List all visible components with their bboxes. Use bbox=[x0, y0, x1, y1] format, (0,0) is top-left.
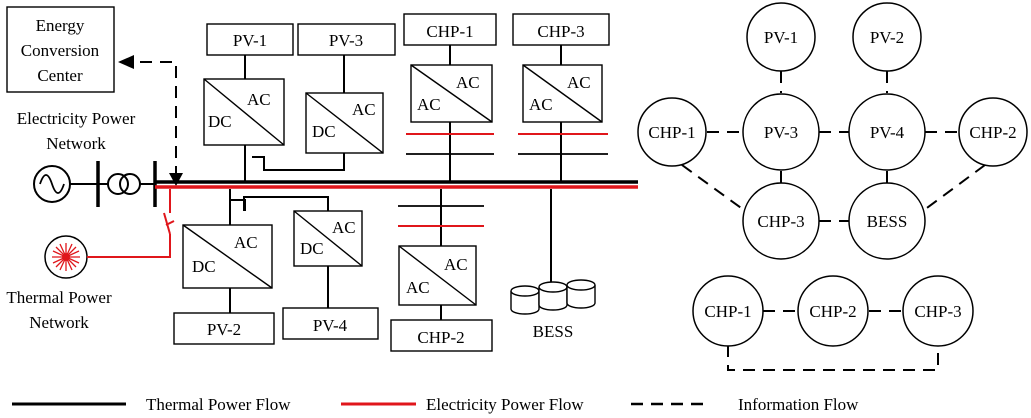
pv3-ac: AC bbox=[352, 100, 376, 119]
thermal-source-icon bbox=[44, 235, 88, 279]
chp2-unit: AC AC CHP-2 bbox=[390, 189, 493, 352]
pv1-label: PV-1 bbox=[233, 31, 267, 50]
node-chp1: CHP-1 bbox=[637, 97, 707, 167]
chp3-label: CHP-3 bbox=[537, 22, 584, 41]
node-chp2-label: CHP-2 bbox=[969, 123, 1016, 142]
pv1-ac: AC bbox=[247, 90, 271, 109]
chp3-ac-bottom: AC bbox=[529, 95, 553, 114]
node-pv1: PV-1 bbox=[746, 2, 816, 72]
chp1-unit: CHP-1 AC AC bbox=[403, 13, 497, 182]
pv2-unit: AC DC PV-2 bbox=[173, 189, 275, 345]
legend-electric: Electricity Power Flow bbox=[341, 395, 584, 414]
pv4-ac: AC bbox=[332, 218, 356, 237]
transformer-icon bbox=[107, 173, 141, 195]
chp-node-2: CHP-2 bbox=[797, 275, 869, 347]
legend: Thermal Power Flow Electricity Power Flo… bbox=[12, 395, 859, 414]
node-pv3: PV-3 bbox=[742, 93, 820, 171]
node-chp3: CHP-3 bbox=[742, 182, 820, 260]
chp-node-1: CHP-1 bbox=[692, 275, 764, 347]
chp2-ac-top: AC bbox=[444, 255, 468, 274]
pv1-unit: PV-1 AC DC bbox=[203, 23, 294, 182]
node-bess: BESS bbox=[848, 182, 926, 260]
ecc-line2: Conversion bbox=[21, 41, 100, 60]
ecc-line1: Energy bbox=[36, 16, 85, 35]
legend-electric-label: Electricity Power Flow bbox=[426, 395, 584, 414]
chp-node-3-label: CHP-3 bbox=[914, 302, 961, 321]
ac-source-icon bbox=[33, 165, 71, 203]
chp1-label: CHP-1 bbox=[426, 22, 473, 41]
thermal-label-line1: Thermal Power bbox=[6, 288, 112, 307]
pv4-unit: AC DC PV-4 bbox=[243, 196, 379, 340]
pv3-label: PV-3 bbox=[329, 31, 363, 50]
grid-label-line1: Electricity Power bbox=[17, 109, 136, 128]
communication-graph: PV-1 PV-2 CHP-1 PV-3 PV-4 CHP-2 CHP-3 B bbox=[637, 2, 1028, 260]
chp-node-1-label: CHP-1 bbox=[704, 302, 751, 321]
node-pv3-label: PV-3 bbox=[764, 123, 798, 142]
bess-label: BESS bbox=[533, 322, 574, 341]
pv2-ac: AC bbox=[234, 233, 258, 252]
chp-node-2-label: CHP-2 bbox=[809, 302, 856, 321]
pv3-unit: PV-3 AC DC bbox=[252, 23, 396, 171]
chp1-ac-top: AC bbox=[456, 73, 480, 92]
legend-info-label: Information Flow bbox=[738, 395, 859, 414]
pv4-label: PV-4 bbox=[313, 316, 348, 335]
bess-unit: BESS bbox=[510, 189, 596, 341]
node-pv4-label: PV-4 bbox=[870, 123, 905, 142]
node-chp3-label: CHP-3 bbox=[757, 212, 804, 231]
chp2-ac-bottom: AC bbox=[406, 278, 430, 297]
grid-label-line2: Network bbox=[46, 134, 106, 153]
node-pv2-label: PV-2 bbox=[870, 28, 904, 47]
node-chp1-label: CHP-1 bbox=[648, 123, 695, 142]
chp-node-3: CHP-3 bbox=[902, 275, 974, 347]
legend-thermal-label: Thermal Power Flow bbox=[146, 395, 291, 414]
pv2-dc: DC bbox=[192, 257, 216, 276]
chp3-ac-top: AC bbox=[567, 73, 591, 92]
node-pv2: PV-2 bbox=[852, 2, 922, 72]
pv1-dc: DC bbox=[208, 112, 232, 131]
chp3-unit: CHP-3 AC AC bbox=[512, 13, 610, 182]
battery-icon bbox=[510, 279, 596, 315]
node-pv1-label: PV-1 bbox=[764, 28, 798, 47]
energy-conversion-center: Energy Conversion Center bbox=[6, 6, 115, 93]
pv2-label: PV-2 bbox=[207, 320, 241, 339]
legend-info: Information Flow bbox=[631, 395, 859, 414]
node-bess-label: BESS bbox=[867, 212, 908, 231]
node-pv4: PV-4 bbox=[848, 93, 926, 171]
chp1-ac-bottom: AC bbox=[417, 95, 441, 114]
pv3-dc: DC bbox=[312, 122, 336, 141]
legend-thermal: Thermal Power Flow bbox=[12, 395, 291, 414]
chp-graph: CHP-1 CHP-2 CHP-3 bbox=[692, 275, 974, 371]
chp2-label: CHP-2 bbox=[417, 328, 464, 347]
thermal-label-line2: Network bbox=[29, 313, 89, 332]
ecc-line3: Center bbox=[37, 66, 83, 85]
info-link-center bbox=[118, 55, 183, 186]
pv4-dc: DC bbox=[300, 239, 324, 258]
node-chp2: CHP-2 bbox=[958, 97, 1028, 167]
